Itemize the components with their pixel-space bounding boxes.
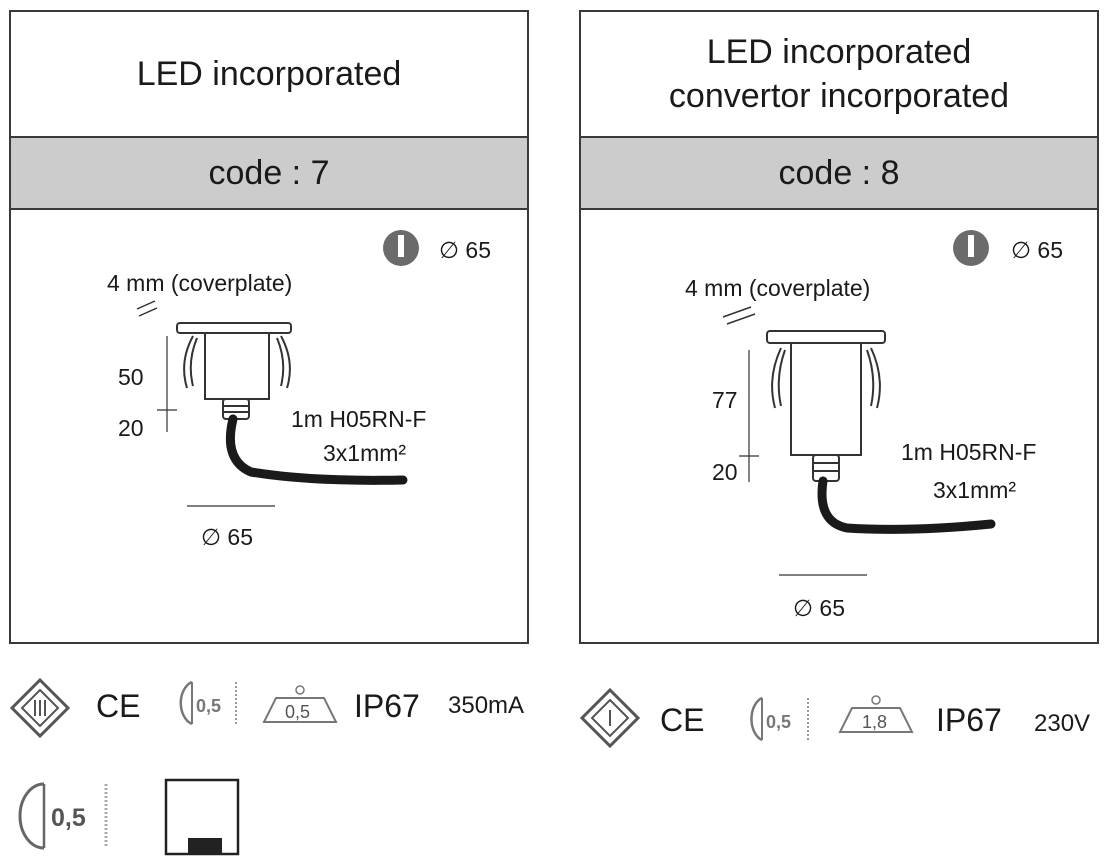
- cable-type-label: 1m H05RN-F: [901, 439, 1036, 465]
- power-cable: [225, 414, 408, 485]
- cable-section-label: 3x1mm²: [933, 477, 1016, 503]
- distance-value: 0,5: [51, 804, 86, 832]
- cutout-diameter-icon: [383, 230, 419, 266]
- class-iii-insulation-icon: [9, 677, 71, 739]
- coverplate-hatch: [722, 306, 756, 325]
- cable-type-label: 1m H05RN-F: [291, 406, 426, 432]
- cutout-diameter-label: ∅ 65: [1011, 237, 1063, 263]
- code-bar: code : 8: [581, 138, 1097, 210]
- cutout-diameter-label: ∅ 65: [439, 237, 491, 263]
- fixture-body: [766, 330, 886, 482]
- width-diameter-label: ∅ 65: [201, 524, 253, 550]
- current-rating: 350mA: [448, 692, 525, 719]
- body-height-label: 77: [712, 387, 738, 413]
- class-i-insulation-icon: [579, 687, 641, 749]
- ip-rating: IP67: [936, 702, 1002, 738]
- min-distance-icon: 0,5: [179, 680, 237, 726]
- product-panel-code-8: LED incorporated convertor incorporated …: [579, 10, 1099, 644]
- fixture-body: [176, 322, 292, 420]
- title-line: LED incorporated: [136, 55, 402, 93]
- product-code: code : 8: [778, 153, 900, 192]
- gland-height-label: 20: [712, 459, 738, 485]
- coverplate-label: 4 mm (coverplate): [685, 275, 870, 301]
- dimension-lines: [157, 336, 275, 507]
- min-distance-icon: 0,5: [750, 696, 809, 742]
- min-distance-icon: 0,5: [18, 782, 108, 850]
- dimension-lines: [739, 350, 867, 576]
- product-panel-code-7: LED incorporated code : 7 ∅ 65 4 mm (cov…: [9, 10, 529, 644]
- gland-height-label: 20: [118, 415, 144, 441]
- ip-rating: IP67: [354, 688, 420, 724]
- coverplate-hatch: [136, 300, 158, 317]
- title-line: LED incorporated: [706, 33, 972, 71]
- ce-mark: CE: [660, 702, 705, 738]
- cutout-diameter-icon: [953, 230, 989, 266]
- fixture-diagram: ∅ 65 4 mm (coverplate): [581, 210, 1097, 642]
- product-code: code : 7: [208, 153, 330, 192]
- panel-title: LED incorporated: [11, 12, 527, 138]
- load-value: 1,8: [862, 712, 887, 732]
- panel-title: LED incorporated convertor incorporated: [581, 12, 1097, 138]
- cable-section-label: 3x1mm²: [323, 440, 406, 466]
- distance-value: 0,5: [196, 696, 221, 716]
- fixture-diagram: ∅ 65 4 mm (coverplate): [11, 210, 527, 642]
- width-diameter-label: ∅ 65: [793, 595, 845, 621]
- load-rating-icon: 0,5: [262, 685, 338, 723]
- ce-mark: CE: [96, 688, 141, 724]
- installation-box-icon: [164, 778, 240, 856]
- coverplate-label: 4 mm (coverplate): [107, 270, 292, 296]
- distance-value: 0,5: [766, 712, 791, 732]
- voltage-rating: 230V: [1034, 710, 1091, 737]
- load-value: 0,5: [285, 702, 310, 722]
- code-bar: code : 7: [11, 138, 527, 210]
- title-line: convertor incorporated: [668, 77, 1010, 115]
- body-height-label: 50: [118, 364, 144, 390]
- load-rating-icon: 1,8: [838, 695, 914, 733]
- power-cable: [817, 476, 996, 534]
